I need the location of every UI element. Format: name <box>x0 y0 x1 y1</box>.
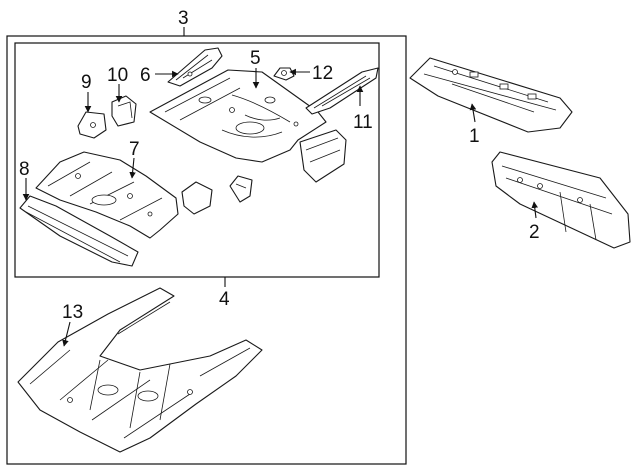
callout-6: 6 <box>140 65 151 86</box>
part-5-rear-floor-pan <box>149 69 327 163</box>
part-1-rear-panel <box>409 57 573 133</box>
part-12-plug <box>273 67 295 81</box>
part-9-bracket <box>77 111 107 139</box>
part-7-floor-pan <box>35 151 179 239</box>
callout-5: 5 <box>250 48 261 69</box>
callout-7: 7 <box>129 139 140 160</box>
leader-2 <box>531 201 539 219</box>
part-8-cross-member <box>19 195 139 267</box>
part-13-rear-frame <box>17 287 263 453</box>
part-6-bracket <box>167 47 223 87</box>
callout-1: 1 <box>469 126 480 147</box>
callout-9: 9 <box>81 72 92 93</box>
part-rear-bracket <box>299 129 347 183</box>
part-center-bracket-a <box>181 181 213 215</box>
leader-13 <box>62 321 71 347</box>
part-center-bracket-b <box>229 175 253 203</box>
leader-1 <box>469 103 477 123</box>
callout-2: 2 <box>529 222 540 243</box>
assembly-4-frame <box>14 42 380 278</box>
part-2-back-panel <box>491 151 631 249</box>
leader-7 <box>129 157 136 179</box>
part-11-side-rail <box>305 67 379 115</box>
callout-4: 4 <box>219 289 230 310</box>
callout-3: 3 <box>178 8 189 29</box>
assembly-3-frame <box>6 35 407 465</box>
callout-13: 13 <box>62 302 83 323</box>
callout-8: 8 <box>19 159 30 180</box>
callout-10: 10 <box>107 65 128 86</box>
callout-12: 12 <box>312 63 333 84</box>
part-10-bracket <box>111 95 137 127</box>
callout-11: 11 <box>353 112 373 133</box>
